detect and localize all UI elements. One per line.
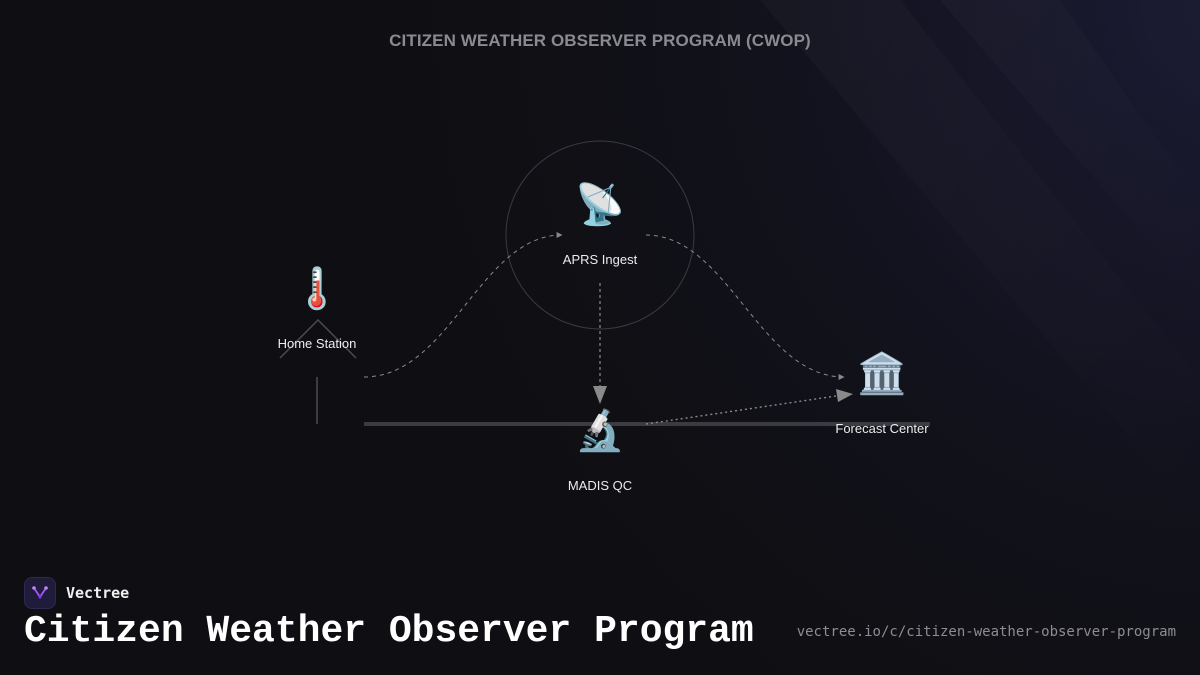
page-title: Citizen Weather Observer Program: [24, 610, 754, 653]
vectree-logo-icon: [24, 577, 56, 609]
classical-building-icon: 🏛️: [857, 350, 907, 396]
brand[interactable]: Vectree: [24, 577, 129, 609]
edge-home-station-to-aprs-ingest: [363, 232, 563, 378]
diagram-title: CITIZEN WEATHER OBSERVER PROGRAM (CWOP): [389, 31, 811, 50]
node-label-forecast-center: Forecast Center: [835, 421, 929, 436]
node-label-madis-qc: MADIS QC: [568, 478, 632, 493]
node-madis-qc[interactable]: 🔬 MADIS QC: [568, 406, 632, 493]
satellite-dish-icon: 📡: [575, 179, 625, 227]
microscope-icon: 🔬: [575, 406, 625, 453]
edge-aprs-ingest-to-forecast-center: [645, 234, 845, 380]
node-aprs-ingest[interactable]: 📡 APRS Ingest: [563, 179, 638, 267]
edge-madis-qc-to-forecast-center: [645, 395, 837, 425]
node-label-aprs-ingest: APRS Ingest: [563, 252, 638, 267]
page-url[interactable]: vectree.io/c/citizen-weather-observer-pr…: [796, 624, 1176, 640]
edge-madis-qc-to-forecast-center-arrowhead: [836, 389, 853, 402]
node-forecast-center[interactable]: 🏛️ Forecast Center: [835, 350, 929, 436]
edge-aprs-ingest-to-madis-qc-arrowhead: [593, 386, 607, 404]
node-label-home-station: Home Station: [278, 336, 357, 351]
home-station-roof-decoration: [279, 318, 357, 359]
brand-name: Vectree: [66, 584, 130, 602]
thermometer-icon: 🌡️: [292, 265, 342, 311]
aprs-focus-ring: [505, 140, 695, 330]
node-home-station[interactable]: 🌡️ Home Station: [278, 265, 357, 351]
